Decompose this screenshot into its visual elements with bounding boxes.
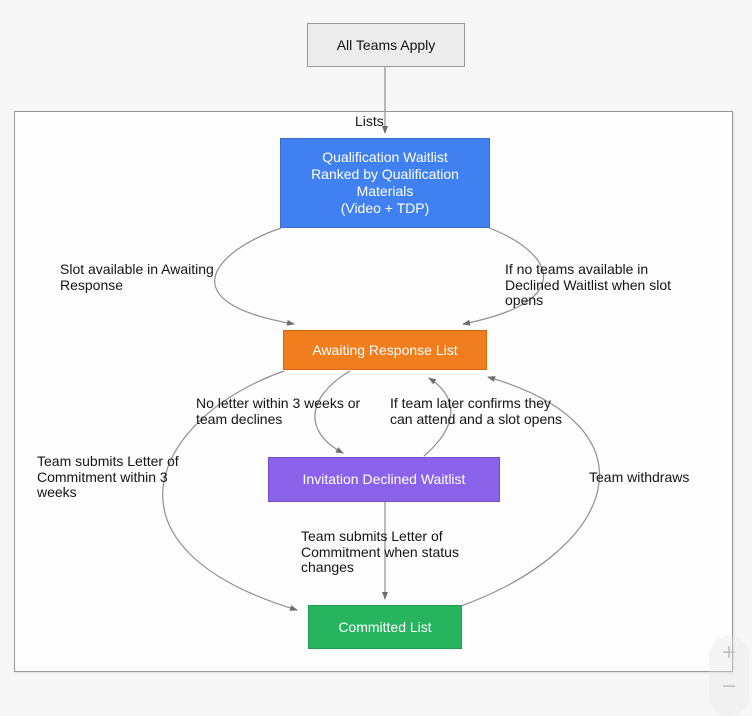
zoom-controls: + −	[709, 636, 749, 716]
edge-label-line: Declined Waitlist when slot	[505, 276, 671, 293]
edge-label-line: Slot available in Awaiting	[60, 261, 214, 277]
edge-awaiting-to-committed	[162, 370, 298, 611]
edge-label-line: Commitment when status	[301, 543, 459, 560]
node-all-teams-apply: All Teams Apply	[307, 23, 465, 67]
edge-awaiting-to-declined	[314, 370, 351, 454]
node-label-line: Qualification Waitlist	[322, 149, 448, 165]
node-label: Awaiting Response List	[312, 341, 458, 358]
edge-label-submit-within-3-weeks: Team submits Letter of Commitment within…	[37, 453, 179, 501]
edge-layer	[162, 67, 601, 611]
edge-label-team-withdraws: Team withdraws	[589, 469, 690, 486]
edge-label-line: If no teams available in	[505, 261, 649, 277]
edge-label-line: Response	[60, 276, 124, 293]
node-label: Committed List	[338, 618, 432, 635]
edge-label-line: Lists	[355, 113, 384, 129]
edge-declined-to-awaiting	[423, 377, 452, 457]
edge-label-line: opens	[505, 292, 544, 308]
node-label-line: Materials	[356, 183, 414, 199]
edge-label-line: No letter within 3 weeks or	[196, 395, 361, 411]
edge-label-line: can attend and a slot opens	[390, 410, 563, 427]
edge-label-line: Team submits Letter of	[37, 453, 179, 469]
edge-label-line: If team later confirms they	[390, 395, 552, 411]
node-label: All Teams Apply	[336, 36, 436, 53]
diagram-canvas: { "canvas": {"background": "#f7f7f7", "s…	[14, 23, 736, 700]
node-committed-list: Committed List	[308, 605, 462, 649]
node-awaiting-response-list: Awaiting Response List	[283, 330, 487, 370]
edge-qualification-to-awaiting-right	[462, 227, 545, 326]
edge-label-line: team declines	[196, 410, 283, 427]
edge-committed-to-awaiting	[460, 376, 601, 607]
edge-label-line: weeks	[37, 484, 77, 500]
node-invitation-declined-waitlist: Invitation Declined Waitlist	[268, 457, 500, 502]
edge-label-line: Team withdraws	[589, 469, 690, 485]
edge-label-lists: Lists	[355, 113, 384, 130]
edge-label-submit-status-changes: Team submits Letter of Commitment when s…	[301, 528, 459, 576]
edge-label-line: Team submits Letter of	[301, 528, 443, 544]
edge-label-no-teams-available: If no teams available in Declined Waitli…	[505, 261, 671, 309]
edge-qualification-to-awaiting-left	[214, 227, 295, 326]
node-label-line: Ranked by Qualification	[311, 166, 459, 182]
edge-label-line: changes	[301, 559, 354, 575]
node-qualification-waitlist: Qualification Waitlist Ranked by Qualifi…	[280, 138, 490, 228]
zoom-out-button[interactable]: −	[709, 670, 749, 704]
edge-label-slot-available: Slot available in Awaiting Response	[60, 261, 214, 293]
edge-label-later-confirms: If team later confirms they can attend a…	[390, 395, 563, 427]
edge-label-line: Commitment within 3	[37, 468, 168, 485]
edge-label-no-letter: No letter within 3 weeks or team decline…	[196, 395, 361, 427]
node-label: Invitation Declined Waitlist	[302, 471, 466, 487]
zoom-in-button[interactable]: +	[709, 636, 749, 670]
node-label-line: (Video + TDP)	[340, 200, 430, 216]
